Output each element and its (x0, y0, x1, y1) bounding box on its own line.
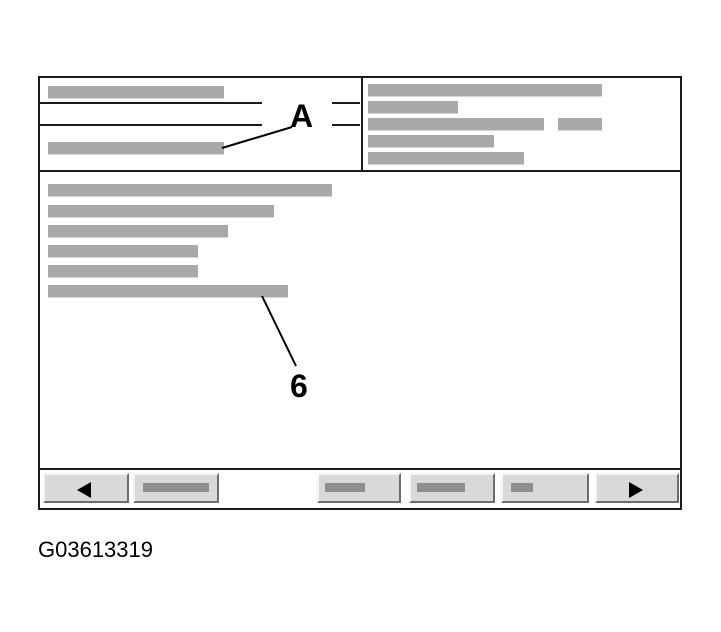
soft-key-4[interactable] (409, 473, 495, 503)
next-button[interactable] (595, 473, 679, 503)
soft-key-1[interactable] (133, 473, 219, 503)
figure-id: G03613319 (38, 537, 153, 562)
leader-line-a (221, 126, 293, 149)
soft-key-5[interactable] (501, 473, 589, 503)
header-left-text-1 (48, 86, 224, 99)
soft-key-5-label (511, 483, 533, 492)
prev-button[interactable] (43, 473, 129, 503)
header-left-rule-4 (332, 124, 360, 126)
header-left-rule-2 (40, 124, 262, 126)
header-right-text-3 (368, 118, 544, 131)
callout-label-6: 6 (290, 368, 308, 404)
header-left-rule-3 (332, 102, 360, 104)
list-item-3 (48, 225, 228, 238)
header-right-text-5 (368, 135, 494, 148)
right-arrow-icon (629, 482, 643, 498)
soft-key-1-label (143, 483, 209, 492)
header-right-text-1 (368, 84, 602, 97)
soft-key-3[interactable] (317, 473, 401, 503)
header-divider-vertical (361, 78, 363, 170)
list-item-2 (48, 205, 274, 218)
header-right-text-4 (558, 118, 602, 131)
list-item-4 (48, 245, 198, 258)
header-left-text-2 (48, 142, 224, 155)
display-screen (38, 76, 682, 510)
header-left-rule-1 (40, 102, 262, 104)
list-item-6 (48, 285, 288, 298)
callout-label-a: A (290, 98, 314, 134)
header-divider (40, 170, 680, 172)
soft-key-3-label (325, 483, 365, 492)
soft-key-4-label (417, 483, 465, 492)
soft-key-toolbar (40, 468, 680, 508)
list-item-5 (48, 265, 198, 278)
header-right-text-6 (368, 152, 524, 165)
header-right-text-2 (368, 101, 458, 114)
leader-line-6 (261, 295, 297, 367)
left-arrow-icon (77, 482, 91, 498)
list-item-1 (48, 184, 332, 197)
